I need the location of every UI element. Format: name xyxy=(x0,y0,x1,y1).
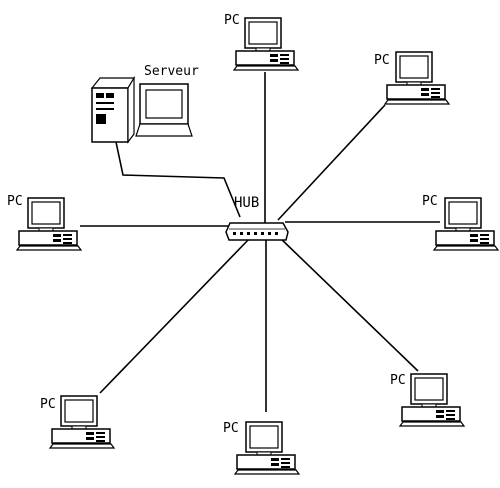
pc-right: PC xyxy=(422,194,499,251)
pc-bottom-right: PC xyxy=(390,373,465,427)
pc-top-right: PC xyxy=(374,51,450,105)
pc-left-label: PC xyxy=(7,194,23,209)
pc-top-label: PC xyxy=(224,13,240,28)
server-device: Serveur xyxy=(90,64,199,144)
pc-left: PC xyxy=(7,194,82,251)
pc-top: PC xyxy=(224,13,299,71)
link-top-right xyxy=(277,104,386,221)
pc-bottom-left-label: PC xyxy=(40,397,56,412)
link-bottom-right xyxy=(277,235,419,372)
pc-bottom-right-label: PC xyxy=(390,373,406,388)
connection-lines xyxy=(80,72,440,412)
server-label: Serveur xyxy=(144,64,199,79)
link-bottom-left xyxy=(99,237,251,394)
pc-top-right-label: PC xyxy=(374,53,390,68)
link-server xyxy=(115,141,241,218)
pc-right-label: PC xyxy=(422,194,438,209)
pc-bottom-left: PC xyxy=(40,395,115,449)
pc-bottom-label: PC xyxy=(223,421,239,436)
hub-label: HUB xyxy=(234,195,259,211)
pc-bottom: PC xyxy=(223,421,300,475)
hub-device: HUB xyxy=(225,195,289,241)
